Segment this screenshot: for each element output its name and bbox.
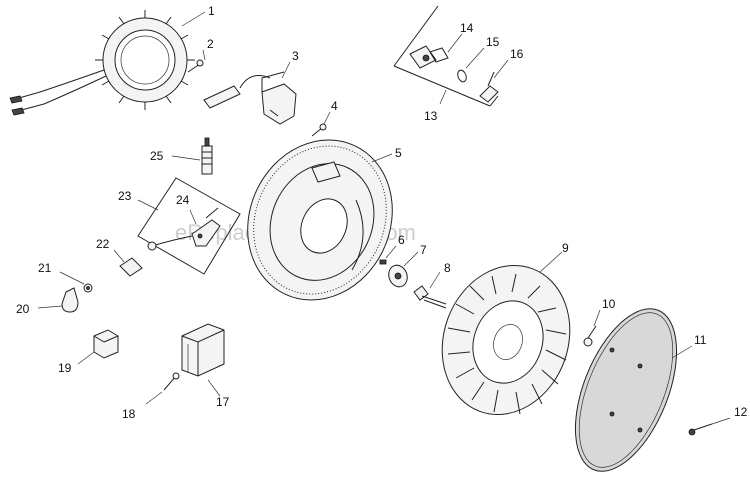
washer-part bbox=[388, 264, 408, 288]
key-part bbox=[379, 259, 387, 265]
callout-22: 22 bbox=[96, 237, 110, 251]
callout-15: 15 bbox=[486, 35, 500, 49]
screw-part-12 bbox=[688, 423, 713, 436]
screw-part-10 bbox=[583, 325, 597, 347]
callout-25: 25 bbox=[150, 149, 164, 163]
fan-part bbox=[441, 265, 571, 415]
rectifier-regulator-part bbox=[181, 323, 225, 377]
callout-18: 18 bbox=[122, 407, 136, 421]
kill-lead-part bbox=[147, 207, 221, 251]
callout-20: 20 bbox=[16, 302, 30, 316]
bolt-part-4 bbox=[311, 123, 327, 137]
callout-10: 10 bbox=[602, 297, 616, 311]
callout-2: 2 bbox=[207, 37, 214, 51]
callout-6: 6 bbox=[398, 233, 405, 247]
callout-8: 8 bbox=[444, 261, 451, 275]
spark-plug-part bbox=[201, 137, 213, 175]
callout-1: 1 bbox=[208, 4, 215, 18]
stator-part bbox=[9, 10, 195, 116]
callout-7: 7 bbox=[420, 243, 427, 257]
callout-11: 11 bbox=[694, 333, 707, 347]
ring-part bbox=[457, 69, 467, 83]
callout-17: 17 bbox=[216, 395, 230, 409]
grass-screen-part bbox=[574, 308, 678, 472]
callout-13: 13 bbox=[424, 109, 438, 123]
flywheel-part bbox=[247, 139, 393, 301]
connector-part bbox=[93, 329, 119, 359]
screw-part-18 bbox=[163, 372, 180, 391]
wiring-group-23 bbox=[137, 177, 241, 275]
callout-21: 21 bbox=[38, 261, 52, 275]
kit-bracket-13 bbox=[393, 5, 499, 107]
callout-23: 23 bbox=[118, 189, 132, 203]
nut-part bbox=[83, 283, 93, 293]
callout-3: 3 bbox=[292, 49, 299, 63]
callout-12: 12 bbox=[734, 405, 748, 419]
terminal-part bbox=[119, 257, 143, 277]
callout-14: 14 bbox=[460, 21, 474, 35]
flywheel-screw-part bbox=[413, 285, 447, 309]
clip-part bbox=[479, 71, 499, 103]
callout-24: 24 bbox=[176, 193, 190, 207]
screw-part-2 bbox=[187, 59, 204, 73]
ignition-module-part bbox=[203, 71, 297, 125]
callout-19: 19 bbox=[58, 361, 72, 375]
callout-9: 9 bbox=[562, 241, 569, 255]
callout-4: 4 bbox=[331, 99, 338, 113]
bushing-part bbox=[409, 45, 449, 69]
clamp-part bbox=[61, 287, 79, 313]
callout-5: 5 bbox=[395, 146, 402, 160]
callout-16: 16 bbox=[510, 47, 524, 61]
